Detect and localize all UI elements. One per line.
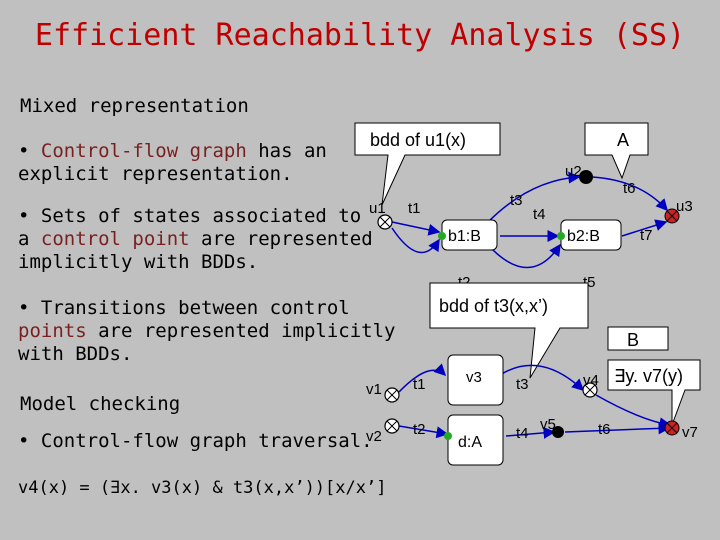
bullet-sets-of-states: • Sets of states associated to a control… [18,205,373,273]
svg-text:bdd of t3(x,x’): bdd of t3(x,x’) [439,296,548,316]
node-u1: u1 [369,200,393,230]
box-v3: v3 [447,354,504,406]
svg-text:∃y. v7(y): ∃y. v7(y) [614,366,683,386]
callout-bdd-u1: bdd of u1(x) [354,122,501,206]
top-graph-edges [391,171,669,269]
bottom-edge-t3: t3 [516,376,529,393]
bottom-edge-t2: t2 [413,421,426,438]
svg-text:u2: u2 [565,163,582,180]
svg-text:bdd of u1(x): bdd of u1(x) [370,130,466,150]
svg-text:b1:B: b1:B [448,228,481,245]
bullet-transitions: • Transitions between control points are… [18,297,396,365]
top-edge-t6: t6 [623,180,636,197]
mixed-representation-heading: Mixed representation [20,95,249,117]
bottom-edge-labels: t1 t2 t3 t4 t6 [413,376,611,442]
box-d: d:A [444,414,504,466]
bullet-graph-traversal: • Control-flow graph traversal. [18,430,373,452]
bottom-edge-t1: t1 [413,376,426,393]
svg-text:u1: u1 [369,200,386,217]
bottom-edge-t6: t6 [598,421,611,438]
highlight-control-flow-graph: Control-flow graph [40,140,247,162]
svg-text:v7: v7 [682,424,698,441]
svg-text:b2:B: b2:B [567,228,600,245]
node-v4: v4 [582,372,599,398]
highlight-points: points [18,320,87,342]
callout-A: A [584,122,649,180]
node-v5: v5 [540,416,564,438]
svg-text:d:A: d:A [458,434,482,451]
svg-text:B: B [627,330,639,350]
bullet-control-flow-graph: • Control-flow graph has an explicit rep… [18,140,327,185]
svg-text:v2: v2 [366,428,382,445]
svg-text:v1: v1 [366,381,382,398]
callout-bdd-t3: bdd of t3(x,x’) [429,282,589,379]
svg-text:v4: v4 [583,372,599,389]
reachability-formula: v4(x) = (∃x. v3(x) & t3(x,x’))[x/x’] [18,478,387,498]
node-v2: v2 [366,418,400,445]
box-b2: b2:B [557,219,622,251]
top-edge-t1: t1 [408,200,421,217]
svg-text:v5: v5 [540,416,556,433]
svg-text:u3: u3 [676,198,693,215]
callout-exists-v7: ∃y. v7(y) [607,359,701,426]
model-checking-heading: Model checking [20,393,181,415]
top-edge-t3: t3 [510,192,523,209]
bottom-graph-edges [398,363,672,439]
callout-B: B [607,326,669,351]
top-edge-t7: t7 [640,227,653,244]
node-u2: u2 [565,163,593,184]
svg-text:v3: v3 [466,369,482,386]
top-edge-t4: t4 [533,206,546,223]
box-b1: b1:B [438,219,498,251]
bottom-edge-t4: t4 [516,425,529,442]
highlight-control-point: control point [40,228,190,250]
svg-text:A: A [617,130,629,150]
slide-title: Efficient Reachability Analysis (SS) [34,18,686,53]
node-v1: v1 [366,381,400,403]
node-v7: v7 [664,420,698,441]
node-u3: u3 [664,198,693,224]
